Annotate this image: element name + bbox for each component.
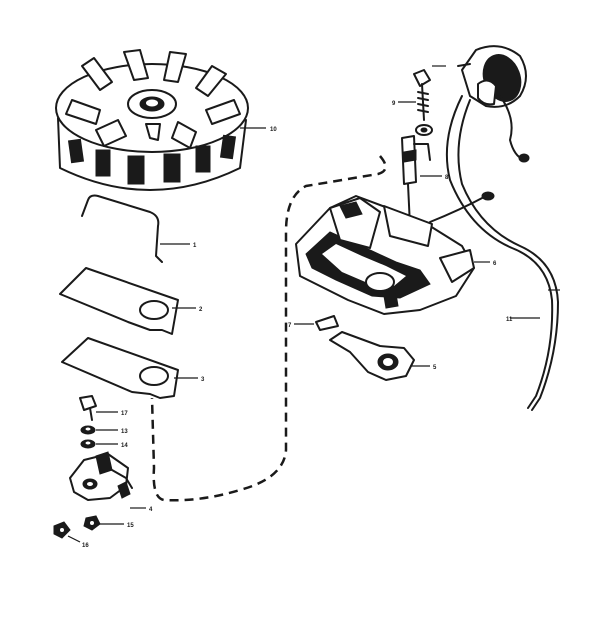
assembly-dashed-line: [150, 155, 387, 502]
washer-a: [80, 425, 118, 435]
gasket-upper: [59, 267, 196, 335]
nut-a: [83, 515, 124, 531]
flywheel: [55, 49, 266, 191]
callout-nut-b: 16: [82, 543, 89, 549]
ignition-wire: [445, 95, 560, 411]
callout-washer-b: 14: [121, 443, 128, 449]
felt-wiper: [294, 315, 339, 331]
callout-spring-clip: 1: [193, 243, 197, 249]
gasket-lower: [61, 337, 198, 399]
cam-plate: [329, 331, 430, 381]
spring-clip: [81, 194, 190, 263]
coil-lead: [401, 135, 442, 227]
callout-washer-a: 13: [121, 429, 128, 435]
callout-gasket-lower: 3: [201, 377, 205, 383]
callout-breaker-points: 4: [149, 507, 153, 513]
callout-stator-plate: 6: [493, 261, 497, 267]
callout-nut-a: 15: [127, 523, 134, 529]
breaker-points: [69, 451, 146, 509]
callout-coil-lead: 8: [445, 175, 449, 181]
callout-gasket-upper: 2: [199, 307, 203, 313]
nut-b: [53, 521, 81, 543]
callout-cam-plate: 5: [433, 365, 437, 371]
ignition-coil: [457, 45, 530, 163]
stator-plate: [295, 191, 495, 315]
callout-screw-left: 17: [121, 411, 128, 417]
callout-felt-wiper: 7: [288, 323, 292, 329]
callout-flywheel: 10: [270, 127, 277, 133]
coil-screw: [398, 65, 446, 136]
washer-b: [80, 439, 118, 449]
callout-coil-screw: 9: [392, 101, 396, 107]
screw-left: [79, 395, 118, 421]
callout-ignition-wire: 11: [506, 317, 513, 323]
